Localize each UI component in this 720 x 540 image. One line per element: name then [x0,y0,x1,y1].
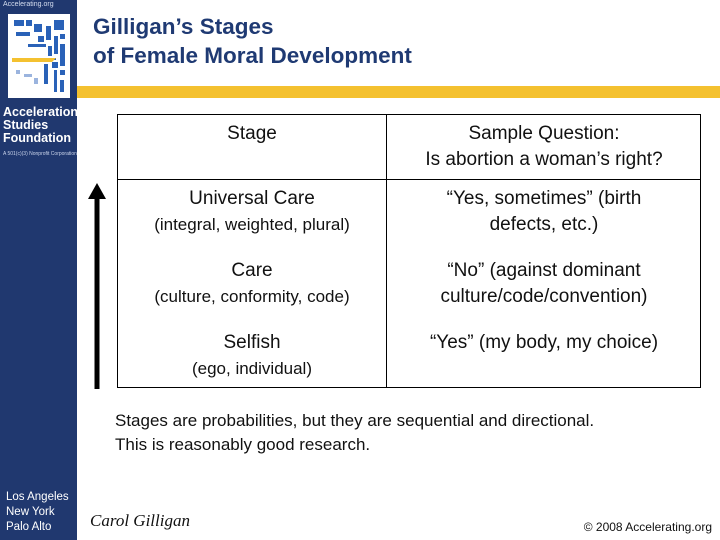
question-header: Sample Question: Is abortion a woman’s r… [387,121,701,173]
city-item: New York [6,506,55,518]
city-item: Los Angeles [6,491,69,503]
sidebar: Accelerating.org [0,0,79,540]
foundation-logo-graphic [8,14,70,98]
upward-arrow-icon [88,183,106,389]
research-note: Stages are probabilities, but they are s… [115,409,594,457]
copyright-notice: © 2008 Accelerating.org [583,520,712,534]
foundation-name-line: Studies [3,118,49,132]
answer-line: “No” (against dominant [447,260,641,281]
stage-name: Care [231,260,273,281]
stage-cell-selfish: Selfish (ego, individual) [118,330,386,382]
foundation-tagline: A 501(c)(3) Nonprofit Corporation [3,151,77,157]
foundation-logo [8,14,70,98]
stage-detail: (culture, conformity, code) [154,287,350,306]
answer-cell-selfish: “Yes” (my body, my choice) [387,330,701,356]
question-header-text: Is abortion a woman’s right? [425,149,663,170]
answer-cell-care: “No” (against dominant culture/code/conv… [387,258,701,310]
stage-name: Universal Care [189,188,315,209]
answer-line: “Yes, sometimes” (birth [446,188,642,209]
stage-header: Stage [118,121,386,147]
stages-table: Stage Sample Question: Is abortion a wom… [117,114,701,388]
answer-line: “Yes” (my body, my choice) [429,332,659,353]
answer-line: defects, etc.) [489,214,599,235]
sidebar-url: Accelerating.org [3,1,54,8]
stage-cell-universal-care: Universal Care (integral, weighted, plur… [118,186,386,238]
stage-detail: (integral, weighted, plural) [154,215,350,234]
foundation-name-line: Acceleration [3,105,79,119]
answer-cell-universal-care: “Yes, sometimes” (birth defects, etc.) [387,186,701,238]
author-signature: Carol Gilligan [90,511,190,530]
city-item: Palo Alto [6,521,52,533]
foundation-name: Acceleration Studies Foundation [3,105,79,145]
foundation-name-line: Foundation [3,131,72,145]
stage-header-label: Stage [227,123,277,144]
question-header-label: Sample Question: [468,123,620,144]
slide-title-line: Gilligan’s Stages [93,14,274,39]
slide-title-line: of Female Moral Development [93,43,412,68]
slide-title: Gilligan’s Stages of Female Moral Develo… [93,12,412,70]
title-divider-bar [77,86,720,98]
city-list: Los Angeles New York Palo Alto [6,490,69,535]
research-note-line: Stages are probabilities, but they are s… [115,411,595,430]
stage-cell-care: Care (culture, conformity, code) [118,258,386,310]
stage-detail: (ego, individual) [191,359,312,378]
table-column-divider [386,115,387,387]
answer-line: culture/code/convention) [440,286,648,307]
table-header-divider [118,179,700,180]
research-note-line: This is reasonably good research. [115,435,371,454]
stage-name: Selfish [223,332,281,353]
